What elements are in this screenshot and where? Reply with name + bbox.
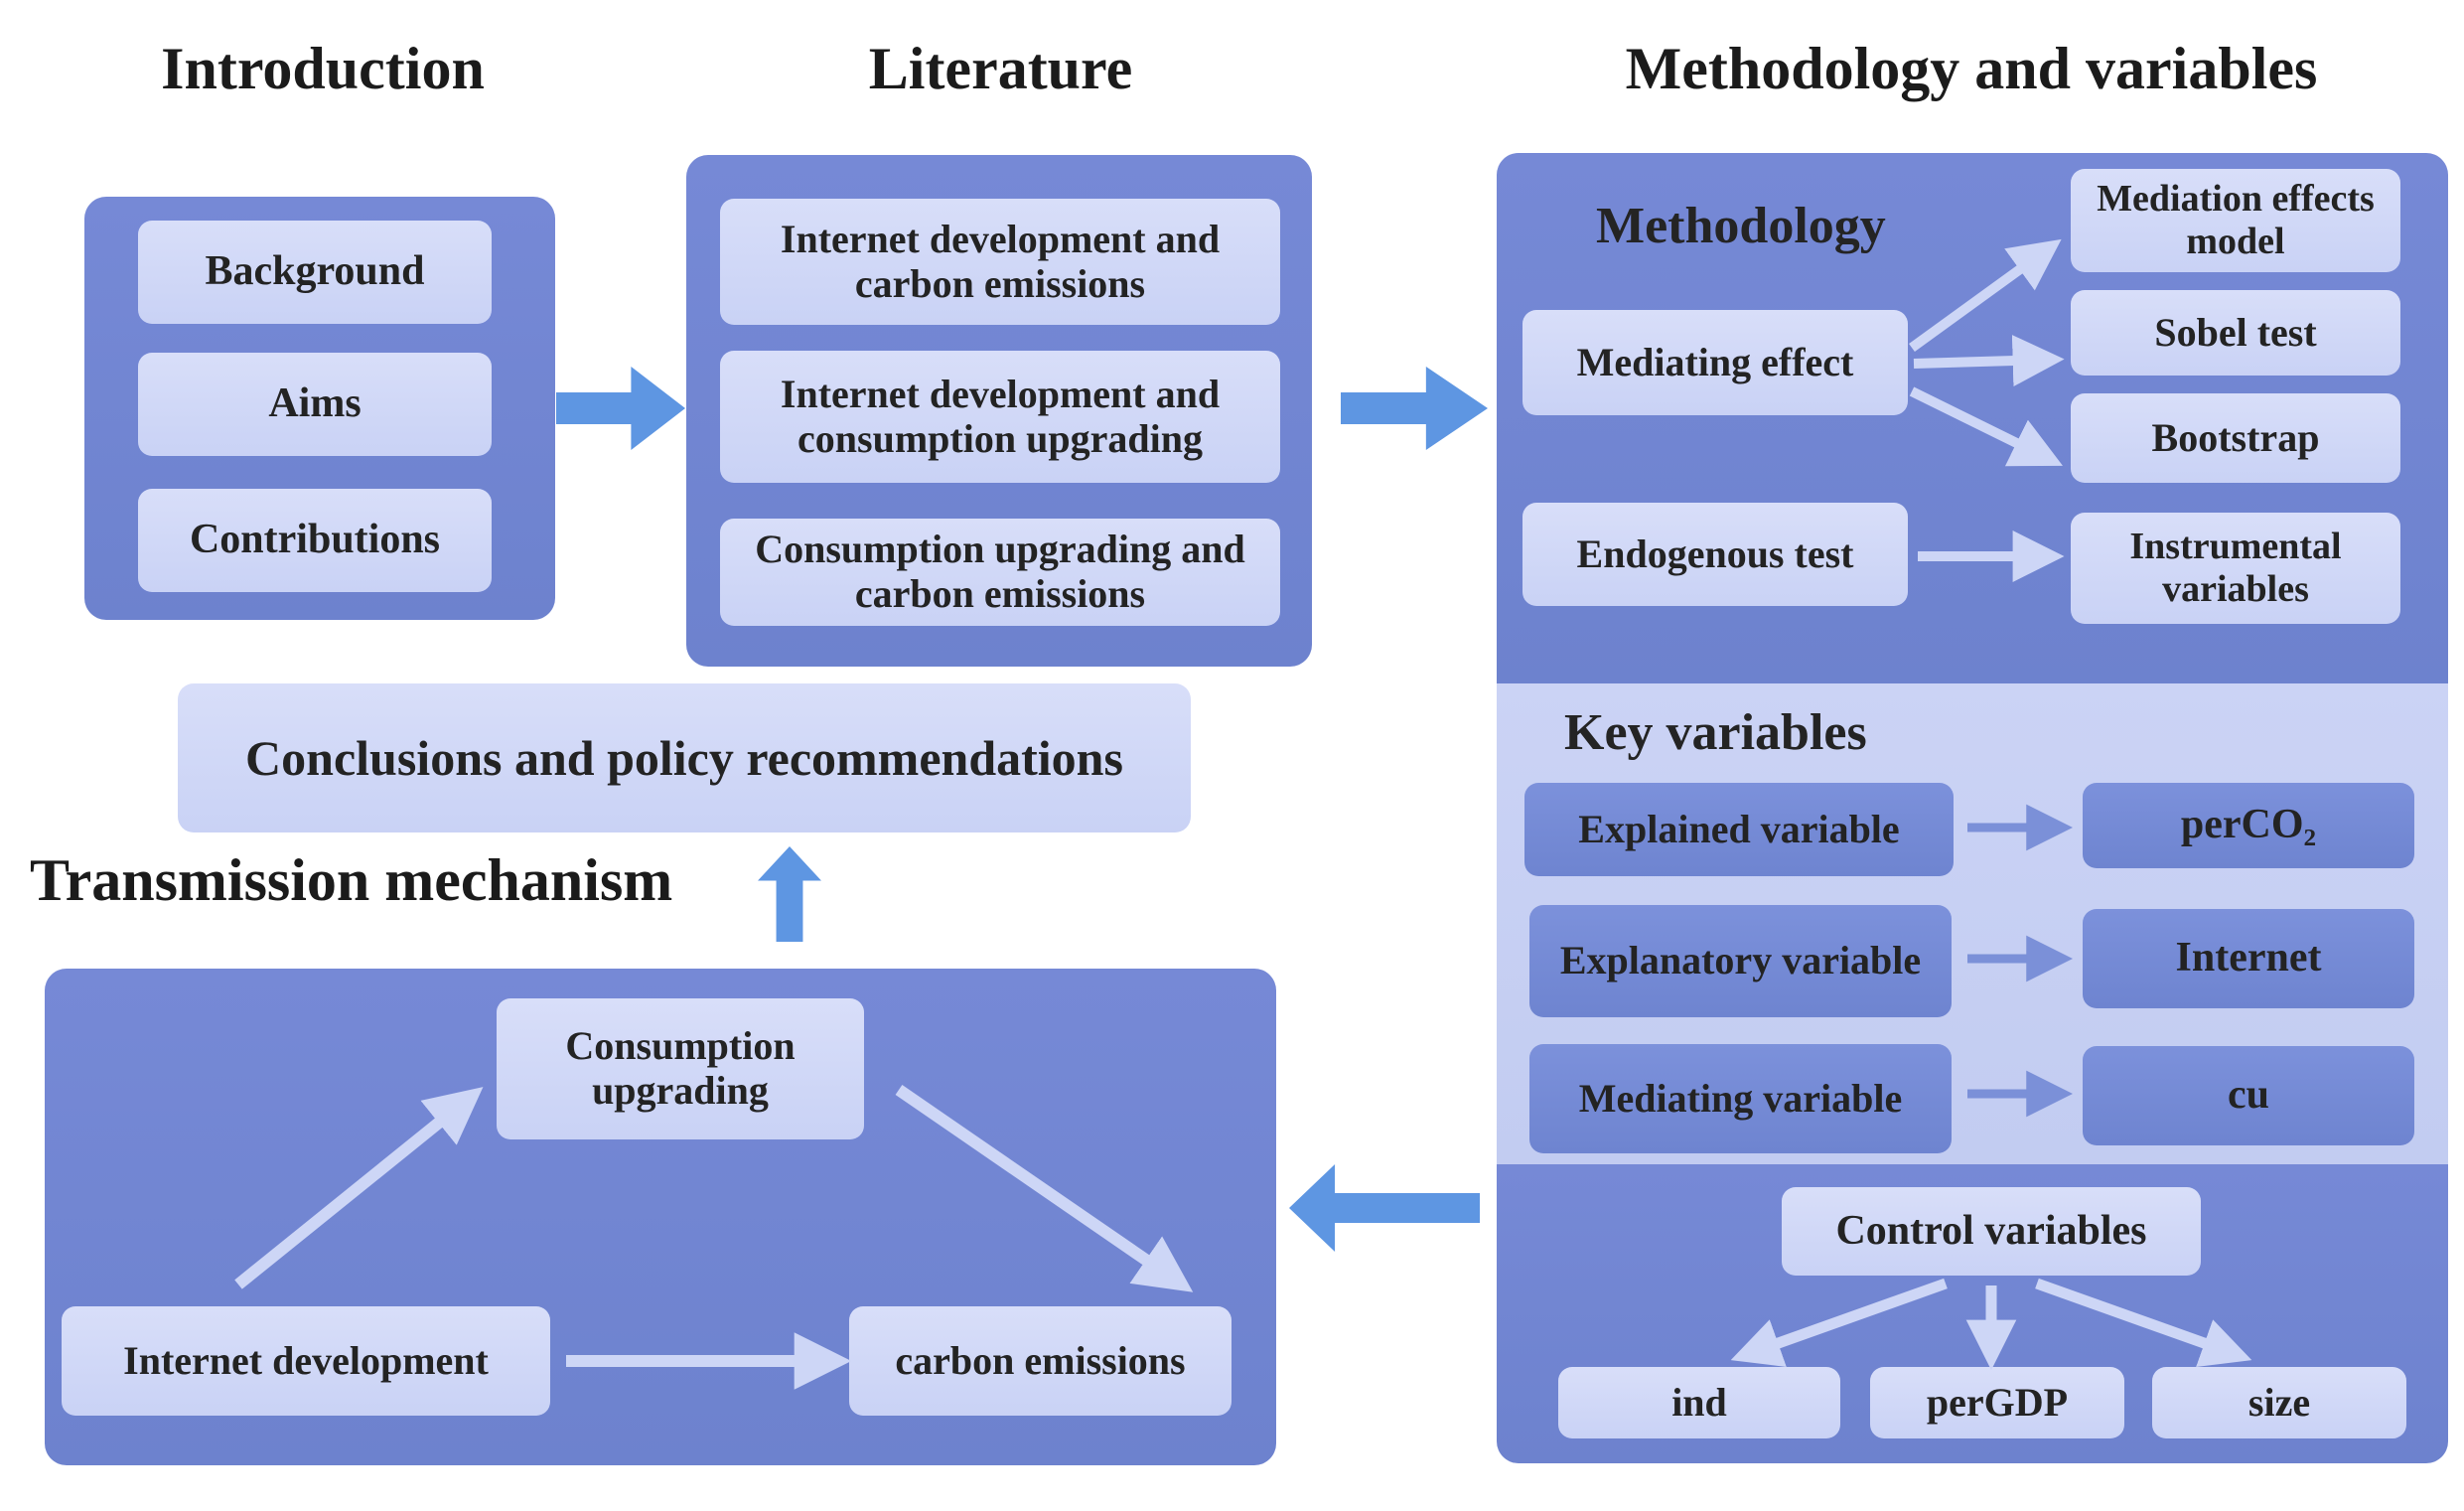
literature-to-methodology-arrow-icon — [1341, 367, 1488, 450]
cu-box: cu — [2083, 1046, 2414, 1145]
literature-panel: Internet development and carbon emission… — [686, 155, 1312, 667]
aims-box: Aims — [138, 353, 492, 456]
internet-development-box: Internet development — [62, 1306, 550, 1416]
literature-item-box: Consumption upgrading and carbon emissio… — [720, 519, 1280, 626]
transmission-to-conclusions-arrow-icon — [758, 846, 821, 942]
transmission-mechanism-panel: Consumption upgrading Internet developme… — [45, 969, 1276, 1465]
key-variables-heading: Key variables — [1564, 704, 1867, 761]
conclusions-box: Conclusions and policy recommendations — [178, 683, 1191, 832]
ind-box: ind — [1558, 1367, 1840, 1438]
consumption-upgrading-box: Consumption upgrading — [497, 998, 864, 1139]
methodology-and-variables-title: Methodology and variables — [1625, 36, 2318, 101]
literature-item-box: Internet development and consumption upg… — [720, 351, 1280, 483]
mediating-effect-box: Mediating effect — [1522, 310, 1908, 415]
intro-to-literature-arrow-icon — [556, 367, 685, 450]
literature-title: Literature — [868, 36, 1133, 101]
mediation-effects-model-box: Mediation effects model — [2071, 169, 2400, 272]
pergdp-box: perGDP — [1870, 1367, 2124, 1438]
endogenous-test-box: Endogenous test — [1522, 503, 1908, 606]
perco2-box: perCO₂ — [2083, 783, 2414, 868]
size-box: size — [2152, 1367, 2406, 1438]
internet-box: Internet — [2083, 909, 2414, 1008]
explanatory-variable-box: Explanatory variable — [1529, 905, 1952, 1017]
explained-variable-box: Explained variable — [1524, 783, 1954, 876]
methodology-heading: Methodology — [1596, 198, 1886, 254]
introduction-title: Introduction — [161, 36, 485, 101]
literature-item-box: Internet development and carbon emission… — [720, 199, 1280, 325]
instrumental-variables-box: Instrumental variables — [2071, 513, 2400, 624]
mediating-variable-box: Mediating variable — [1529, 1044, 1952, 1153]
contributions-box: Contributions — [138, 489, 492, 592]
sobel-test-box: Sobel test — [2071, 290, 2400, 376]
bootstrap-box: Bootstrap — [2071, 393, 2400, 483]
control-variables-box: Control variables — [1782, 1187, 2201, 1276]
control-variables-panel: Control variables ind perGDP size — [1497, 1164, 2448, 1463]
introduction-panel: Background Aims Contributions — [84, 197, 555, 620]
carbon-emissions-box: carbon emissions — [849, 1306, 1232, 1416]
key-variables-panel: Key variables Explained variable Explana… — [1497, 683, 2448, 1164]
transmission-mechanism-title: Transmission mechanism — [30, 847, 673, 913]
variables-to-transmission-arrow-icon — [1289, 1164, 1480, 1252]
methodology-panel: Methodology Mediating effect Endogenous … — [1497, 153, 2448, 683]
background-box: Background — [138, 221, 492, 324]
